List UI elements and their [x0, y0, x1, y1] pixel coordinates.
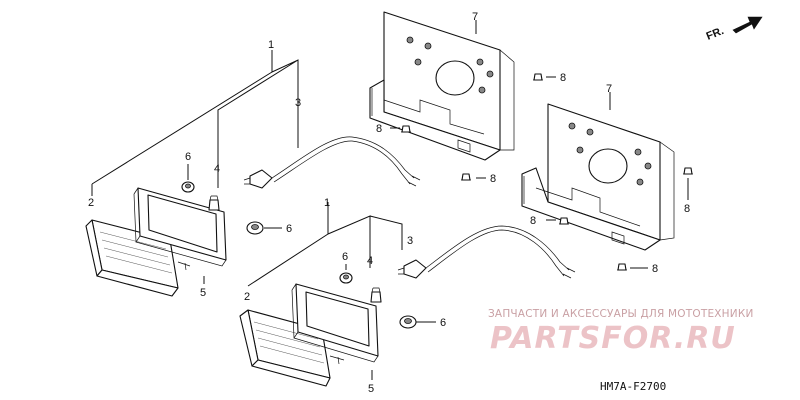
callout-8-b: 8 — [376, 123, 382, 135]
callout-8-e: 8 — [530, 215, 536, 227]
callout-8-a: 8 — [560, 72, 566, 84]
part-code-label: HM7A-F2700 — [600, 380, 666, 393]
callout-7-upper: 7 — [472, 11, 478, 23]
callout-3-lower: 3 — [407, 235, 413, 247]
nut-6 — [617, 263, 627, 271]
callout-8-c: 8 — [490, 173, 496, 185]
grommet-lower — [399, 315, 417, 329]
grommet-upper-small — [181, 181, 195, 193]
nut-3 — [461, 173, 471, 181]
callout-6-upper-small: 6 — [185, 151, 191, 163]
nut-4 — [683, 167, 693, 175]
callout-2-upper: 2 — [88, 197, 94, 209]
callout-5-upper: 5 — [200, 287, 206, 299]
nut-2 — [401, 125, 411, 133]
socket-harness-lower — [397, 225, 576, 279]
callout-8-d: 8 — [684, 203, 690, 215]
callout-6-lower-small: 6 — [342, 251, 348, 263]
nut-5 — [559, 217, 569, 225]
callout-1-lower: 1 — [324, 197, 330, 209]
socket-harness-upper — [243, 136, 421, 189]
callout-6-upper: 6 — [286, 223, 292, 235]
callout-7-lower: 7 — [606, 83, 612, 95]
callout-1-upper: 1 — [268, 39, 274, 51]
front-direction-indicator: FR. — [705, 16, 763, 43]
lens-gasket-lower — [291, 283, 379, 363]
bulb-lower — [370, 287, 382, 303]
lamp-bracket-upper — [369, 11, 515, 161]
callout-4-upper: 4 — [214, 163, 220, 175]
watermark-brand: PARTSFOR.RU — [490, 321, 736, 356]
watermark: ЗАПЧАСТИ И АКСЕССУАРЫ ДЛЯ МОТОТЕХНИКИ PA… — [488, 308, 754, 356]
bulb-upper — [208, 195, 220, 211]
lens-gasket-upper — [133, 187, 227, 267]
callout-4-lower: 4 — [367, 255, 373, 267]
lamp-bracket-lower — [521, 103, 675, 251]
callout-8-f: 8 — [652, 263, 658, 275]
callout-6-lower: 6 — [440, 317, 446, 329]
callout-3-upper: 3 — [295, 97, 301, 109]
arrow-icon — [732, 16, 763, 34]
nut-1 — [533, 73, 543, 81]
callout-5-lower: 5 — [368, 383, 374, 395]
watermark-tagline: ЗАПЧАСТИ И АКСЕССУАРЫ ДЛЯ МОТОТЕХНИКИ — [488, 308, 754, 320]
fr-label: FR. — [705, 25, 726, 43]
grommet-upper — [246, 221, 264, 235]
callout-2-lower: 2 — [244, 291, 250, 303]
callouts: 1 1 2 2 3 3 4 4 5 5 6 6 6 6 7 7 8 8 8 8 … — [88, 11, 690, 395]
grommet-lower-small — [339, 272, 353, 284]
leader-lines — [91, 20, 689, 380]
